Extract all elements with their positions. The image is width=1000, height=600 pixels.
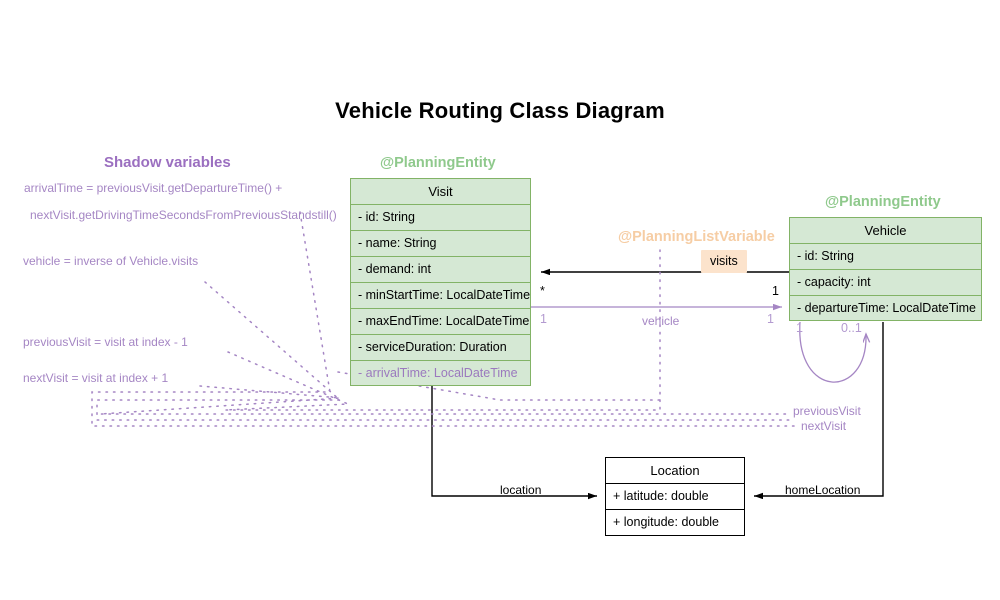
edge-label-previous-visit: previousVisit: [793, 404, 861, 418]
attribute-visit-arrival-time: - arrivalTime: LocalDateTime: [358, 366, 518, 380]
multiplicity-visits-source: 1: [772, 284, 779, 298]
attribute-location-longitude: + longitude: double: [606, 510, 744, 536]
attribute-vehicle-departure-time: - departureTime: LocalDateTime: [797, 301, 977, 315]
class-name-location: Location: [606, 458, 744, 484]
shadow-note-vehicle: vehicle = inverse of Vehicle.visits: [23, 254, 199, 268]
multiplicity-self-loop-target: 0..1: [841, 321, 862, 335]
multiplicity-self-loop-source: 1: [796, 321, 803, 335]
attribute-visit-service-duration: - serviceDuration: Duration: [351, 335, 530, 361]
multiplicity-visits-target: *: [540, 284, 545, 298]
shadow-note-arrival-time-1: arrivalTime = previousVisit.getDeparture…: [24, 181, 283, 195]
edge-location: [431, 386, 597, 500]
attribute-visit-max-end-time: - maxEndTime: LocalDateTime: [351, 309, 530, 335]
attribute-visit-demand: - demand: int: [351, 257, 530, 283]
attribute-visit-min-start-time: - minStartTime: LocalDateTime: [351, 283, 530, 309]
stereotype-vehicle: @PlanningEntity: [825, 194, 941, 210]
edge-label-next-visit: nextVisit: [801, 419, 847, 433]
class-box-visit[interactable]: Visit - id: String - name: String - dema…: [350, 178, 531, 386]
page-title: Vehicle Routing Class Diagram: [335, 98, 665, 123]
attribute-visit-name: - name: String: [351, 231, 530, 257]
attribute-location-latitude: + latitude: double: [606, 484, 744, 510]
stereotype-planning-list-variable: @PlanningListVariable: [618, 229, 775, 245]
shadow-note-next-visit: nextVisit = visit at index + 1: [23, 371, 169, 385]
multiplicity-vehicle-target: 1: [767, 312, 774, 326]
class-box-location[interactable]: Location + latitude: double + longitude:…: [605, 457, 745, 536]
class-box-vehicle[interactable]: Vehicle - id: String - capacity: int - d…: [789, 217, 982, 321]
shadow-variables-heading: Shadow variables: [104, 154, 231, 171]
badge-visits: visits: [701, 250, 747, 273]
class-name-visit: Visit: [351, 179, 530, 205]
stereotype-visit: @PlanningEntity: [380, 155, 496, 171]
class-name-vehicle: Vehicle: [790, 218, 981, 244]
edge-visits: [541, 244, 796, 276]
edge-label-location: location: [500, 483, 542, 497]
multiplicity-vehicle-source: 1: [540, 312, 547, 326]
shadow-note-previous-visit: previousVisit = visit at index - 1: [23, 335, 188, 349]
shadow-note-arrival-time-2: nextVisit.getDrivingTimeSecondsFromPrevi…: [30, 208, 337, 222]
attribute-visit-id: - id: String: [351, 205, 530, 231]
attribute-vehicle-id: - id: String: [790, 244, 981, 270]
attribute-vehicle-capacity: - capacity: int: [790, 270, 981, 296]
edge-label-vehicle: vehicle: [642, 314, 680, 328]
edge-label-home-location: homeLocation: [785, 483, 861, 497]
